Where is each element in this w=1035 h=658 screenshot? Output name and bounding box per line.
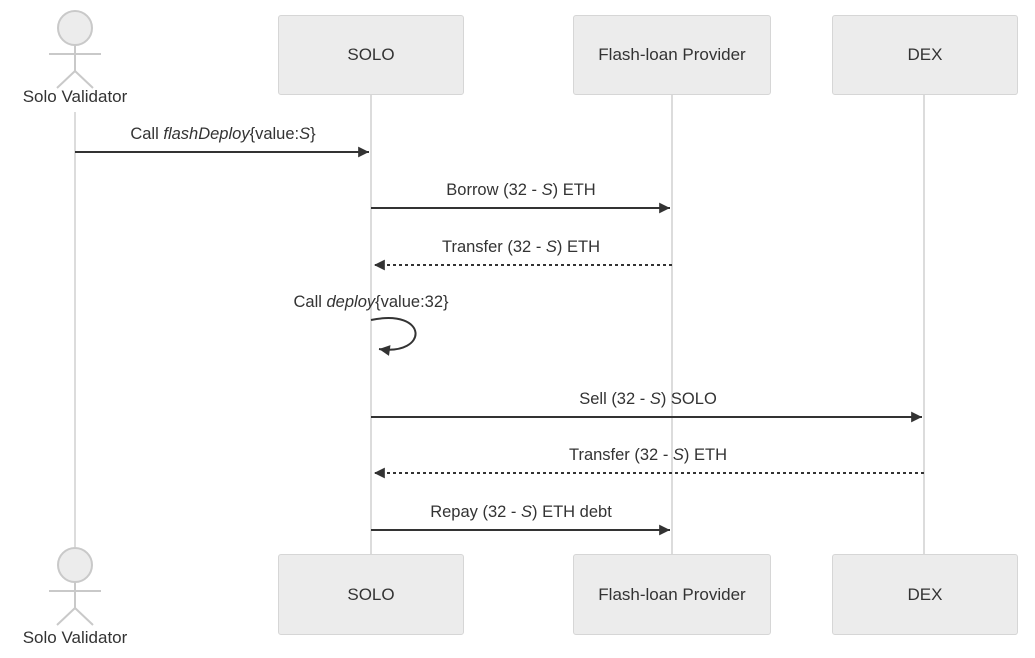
actor-figure-top	[49, 10, 101, 89]
message-label-transfer-eth-provider: Transfer (32 - S) ETH	[441, 238, 601, 256]
participant-label: DEX	[907, 584, 943, 604]
actor-head-icon	[57, 10, 93, 46]
actor-label-top: Solo Validator	[22, 87, 128, 106]
message-label-call-flashdeploy: Call flashDeploy{value:S}	[130, 125, 316, 143]
participant-dex-top: DEX	[832, 15, 1018, 95]
participant-flash-loan-provider-top: Flash-loan Provider	[573, 15, 771, 95]
participant-label: SOLO	[347, 584, 395, 604]
actor-head-icon	[57, 547, 93, 583]
actor-label-bottom: Solo Validator	[22, 628, 128, 647]
participant-label: DEX	[907, 45, 943, 64]
actor-figure-bottom	[49, 547, 101, 626]
message-label-borrow-eth: Borrow (32 - S) ETH	[446, 181, 596, 199]
participant-flash-loan-provider-bottom: Flash-loan Provider	[573, 554, 771, 635]
message-label-sell-solo: Sell (32 - S) SOLO	[579, 390, 717, 408]
message-label-transfer-eth-dex: Transfer (32 - S) ETH	[568, 446, 728, 464]
message-label-call-deploy: Call deploy{value:32}	[293, 293, 449, 311]
participant-dex-bottom: DEX	[832, 554, 1018, 635]
participant-solo-bottom: SOLO	[278, 554, 464, 635]
participant-solo-top: SOLO	[278, 15, 464, 95]
message-label-repay-eth-debt: Repay (32 - S) ETH debt	[430, 503, 612, 521]
participant-label: Flash-loan Provider	[598, 45, 746, 64]
participant-label: SOLO	[347, 45, 395, 64]
arrow-self-call-deploy	[370, 317, 417, 356]
participant-label: Flash-loan Provider	[598, 584, 746, 604]
